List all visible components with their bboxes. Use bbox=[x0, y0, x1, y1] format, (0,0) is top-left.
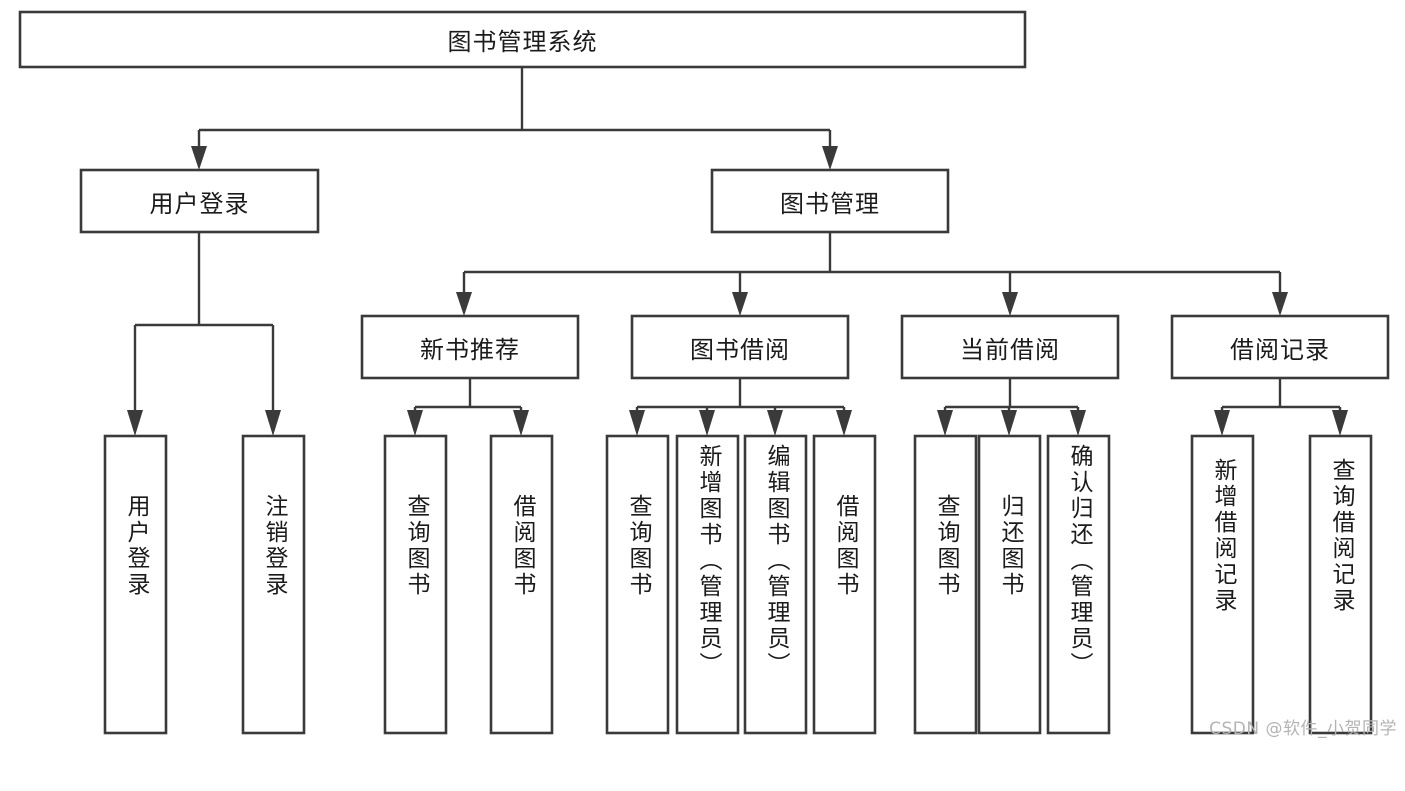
arrowhead-leaf-borrowbook-2 bbox=[699, 410, 715, 436]
arrowhead-leaf-borrowbook-1 bbox=[629, 410, 645, 436]
arrowhead-leaf-userlogin-1 bbox=[127, 410, 143, 436]
connector-group-borrowbook bbox=[629, 378, 852, 436]
node-box-root[interactable] bbox=[18, 10, 1027, 69]
node-box-leaf-borrow-book-1[interactable] bbox=[489, 434, 554, 735]
arrowhead-leaf-newbook-2 bbox=[513, 410, 529, 436]
connector-group-newbook bbox=[407, 378, 529, 436]
arrowhead-borrowrecord bbox=[1272, 292, 1288, 316]
node-box-new-book-recommend[interactable] bbox=[360, 314, 580, 380]
arrowhead-leaf-borrowrecord-2 bbox=[1332, 410, 1348, 436]
arrowhead-leaf-currentborrow-1 bbox=[937, 410, 953, 436]
arrowhead-leaf-currentborrow-2 bbox=[1001, 410, 1017, 436]
arrowhead-bookmgmt bbox=[822, 146, 838, 170]
node-box-borrow-record[interactable] bbox=[1170, 314, 1390, 380]
node-box-leaf-query-book-2[interactable] bbox=[605, 434, 670, 735]
connector-group-currentborrow bbox=[937, 378, 1086, 436]
connector-group-bookmgmt bbox=[456, 232, 1288, 316]
node-box-leaf-add-book-admin[interactable] bbox=[675, 434, 740, 735]
node-box-leaf-return-book[interactable] bbox=[977, 434, 1042, 735]
arrowhead-leaf-newbook-1 bbox=[407, 410, 423, 436]
node-box-current-borrow[interactable] bbox=[900, 314, 1120, 380]
arrowhead-leaf-borrowbook-4 bbox=[836, 410, 852, 436]
arrowhead-leaf-userlogin-2 bbox=[265, 410, 281, 436]
connector-group-root bbox=[191, 67, 838, 170]
node-box-book-management[interactable] bbox=[710, 168, 950, 234]
node-box-leaf-confirm-return-admin[interactable] bbox=[1046, 434, 1111, 735]
node-box-leaf-query-book-1[interactable] bbox=[383, 434, 448, 735]
arrowhead-leaf-currentborrow-3 bbox=[1070, 410, 1086, 436]
node-box-book-borrow[interactable] bbox=[630, 314, 850, 380]
node-box-leaf-edit-book-admin[interactable] bbox=[743, 434, 808, 735]
node-box-user-login[interactable] bbox=[79, 168, 320, 234]
diagram-canvas: 图书管理系统 用户登录 图书管理 新书推荐 图书借阅 当前借阅 借阅记录 用户登… bbox=[18, 10, 1397, 739]
flowchart-svg bbox=[18, 10, 1390, 735]
arrowhead-userlogin bbox=[191, 146, 207, 170]
arrowhead-borrowbook bbox=[732, 292, 748, 316]
arrowhead-currentborrow bbox=[1002, 292, 1018, 316]
node-box-leaf-logout[interactable] bbox=[241, 434, 306, 735]
arrowhead-newbook bbox=[456, 292, 472, 316]
connector-group-borrowrecord bbox=[1214, 378, 1348, 436]
node-box-leaf-query-borrow-record[interactable] bbox=[1308, 434, 1373, 735]
node-box-leaf-user-login[interactable] bbox=[103, 434, 168, 735]
node-box-leaf-add-borrow-record[interactable] bbox=[1190, 434, 1255, 735]
arrowhead-leaf-borrowbook-3 bbox=[767, 410, 783, 436]
node-box-leaf-borrow-book-2[interactable] bbox=[812, 434, 877, 735]
connector-group-userlogin bbox=[127, 232, 281, 436]
node-box-leaf-query-book-3[interactable] bbox=[913, 434, 978, 735]
arrowhead-leaf-borrowrecord-1 bbox=[1214, 410, 1230, 436]
